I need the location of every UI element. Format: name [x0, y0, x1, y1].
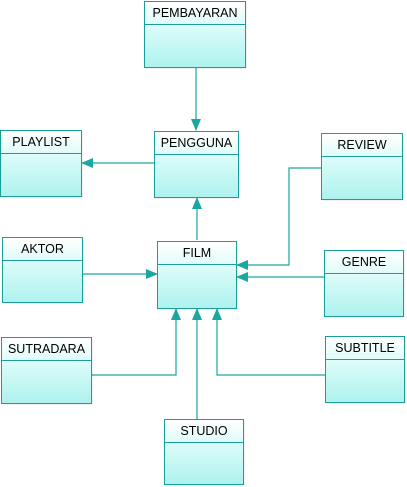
entity-pembayaran-label: PEMBAYARAN	[145, 2, 245, 25]
entity-studio[interactable]: STUDIO	[164, 419, 244, 485]
entity-studio-label: STUDIO	[165, 420, 243, 443]
entity-sutradara-label: SUTRADARA	[2, 338, 91, 361]
entity-film[interactable]: FILM	[157, 241, 237, 309]
entity-genre[interactable]: GENRE	[324, 250, 404, 317]
entity-pengguna-label: PENGGUNA	[155, 132, 238, 155]
entity-review-label: REVIEW	[322, 134, 402, 157]
entity-review[interactable]: REVIEW	[321, 133, 403, 200]
entity-pembayaran[interactable]: PEMBAYARAN	[144, 1, 246, 68]
entity-sutradara[interactable]: SUTRADARA	[1, 337, 92, 404]
entity-subtitle-label: SUBTITLE	[326, 337, 404, 360]
link-sutradara-to-film	[92, 308, 181, 376]
entity-film-label: FILM	[158, 242, 236, 265]
entity-playlist-label: PLAYLIST	[1, 131, 81, 154]
link-review-to-film	[236, 167, 321, 270]
entity-pengguna[interactable]: PENGGUNA	[154, 131, 239, 198]
entity-playlist[interactable]: PLAYLIST	[0, 130, 82, 197]
entity-genre-label: GENRE	[325, 251, 403, 274]
entity-subtitle[interactable]: SUBTITLE	[325, 336, 405, 403]
link-subtitle-to-film	[212, 308, 325, 376]
entity-aktor[interactable]: AKTOR	[2, 237, 83, 303]
entity-aktor-label: AKTOR	[3, 238, 82, 261]
